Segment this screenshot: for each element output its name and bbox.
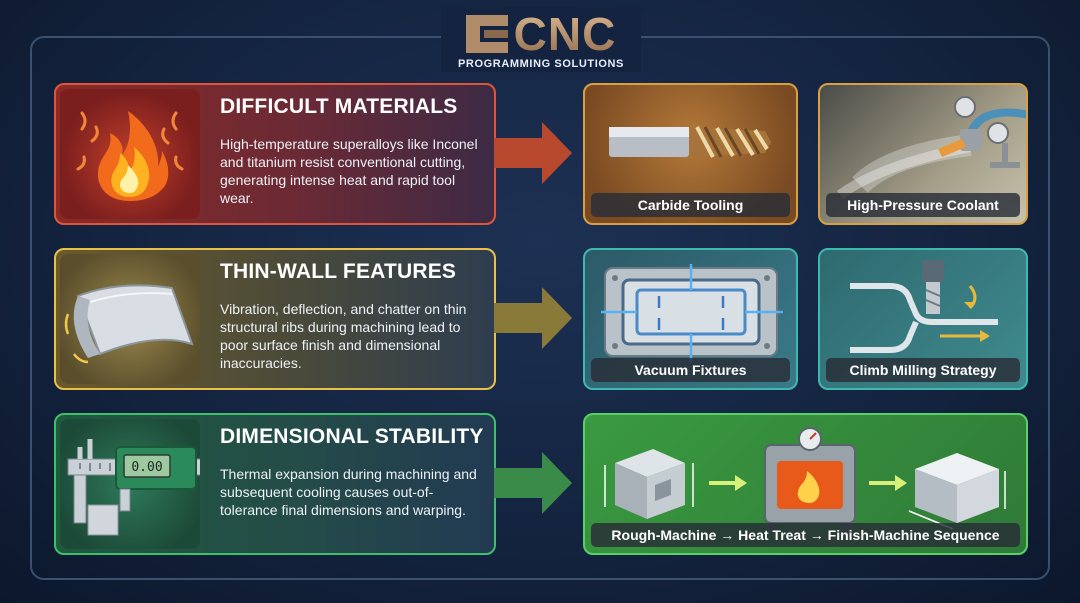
challenge-card-dimensional-stability: 0.00 DIMENSIONAL STABILITY Thermal expan… bbox=[54, 413, 496, 555]
rough-block-icon bbox=[604, 449, 694, 519]
vacuum-fixture-icon bbox=[601, 264, 783, 362]
logo-mark-icon bbox=[465, 15, 508, 53]
finished-block-icon bbox=[908, 453, 1006, 530]
challenge-description: Vibration, deflection, and chatter on th… bbox=[220, 301, 467, 371]
arrow-right-icon bbox=[494, 452, 572, 514]
logo-text: CNC bbox=[513, 8, 617, 60]
challenge-card-thin-wall-features: THIN-WALL FEATURES Vibration, deflection… bbox=[54, 248, 496, 390]
flame-icon bbox=[60, 89, 200, 219]
solution-caption: Carbide Tooling bbox=[591, 193, 790, 217]
climb-milling-icon bbox=[850, 260, 998, 353]
thin-wall-sheet-icon bbox=[60, 254, 200, 384]
solution-tile-vacuum-fixtures: Vacuum Fixtures bbox=[583, 248, 798, 390]
arrow-right-icon bbox=[494, 122, 572, 184]
caliper-display: 0.00 bbox=[131, 460, 162, 475]
solution-caption: Climb Milling Strategy bbox=[826, 358, 1020, 382]
solution-tile-process-sequence: Rough-Machine → Heat Treat → Finish-Mach… bbox=[583, 413, 1028, 555]
solution-caption: Rough-Machine → Heat Treat → Finish-Mach… bbox=[591, 523, 1020, 547]
solution-caption: Vacuum Fixtures bbox=[591, 358, 790, 382]
challenge-card-difficult-materials: DIFFICULT MATERIALS High-temperature sup… bbox=[54, 83, 496, 225]
challenge-description: Thermal expansion during machining and s… bbox=[220, 466, 477, 518]
challenge-title: DIFFICULT MATERIALS bbox=[220, 95, 458, 118]
solution-tile-climb-milling-strategy: Climb Milling Strategy bbox=[818, 248, 1028, 390]
solution-tile-carbide-tooling: Carbide Tooling bbox=[583, 83, 798, 225]
solution-tile-high-pressure-coolant: High-Pressure Coolant bbox=[818, 83, 1028, 225]
heat-treat-oven-icon bbox=[764, 427, 856, 533]
challenge-title: THIN-WALL FEATURES bbox=[220, 260, 457, 283]
process-sequence-illustration bbox=[604, 427, 1006, 533]
solution-caption: High-Pressure Coolant bbox=[826, 193, 1020, 217]
logo: CNC PROGRAMMING SOLUTIONS bbox=[441, 6, 641, 72]
logo-subtitle: PROGRAMMING SOLUTIONS bbox=[458, 58, 624, 70]
end-mill-icon bbox=[609, 126, 771, 158]
challenge-title: DIMENSIONAL STABILITY bbox=[220, 425, 484, 448]
challenge-description: High-temperature superalloys like Incone… bbox=[220, 136, 478, 206]
coolant-nozzle-icon bbox=[837, 96, 1026, 200]
caliper-icon: 0.00 bbox=[60, 419, 209, 549]
arrow-right-icon bbox=[494, 287, 572, 349]
